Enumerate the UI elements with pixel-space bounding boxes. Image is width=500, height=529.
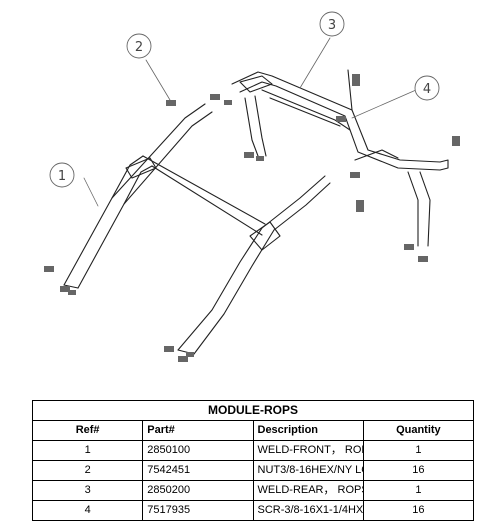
rear-weld-rops — [231, 69, 449, 247]
cell-quantity: 1 — [362, 440, 475, 461]
fastener-hardware — [44, 74, 460, 362]
table-row: 3 2850200 WELD-REAR， ROPS 1 — [31, 480, 475, 501]
table-title-row: MODULE-ROPS — [32, 400, 474, 421]
front-weld-rops — [63, 103, 331, 355]
table-row: 2 7542451 NUT3/8-16HEX/NY LOC-Y 16 — [31, 460, 475, 481]
cell-description: NUT3/8-16HEX/NY LOC-Y — [252, 460, 364, 481]
parts-table: MODULE-ROPS Ref# Part# Description Quant… — [31, 400, 475, 521]
cell-ref: 4 — [31, 500, 144, 521]
cell-quantity: 16 — [362, 500, 475, 521]
cell-ref: 2 — [31, 460, 144, 481]
cell-ref: 3 — [31, 480, 144, 501]
table-row: 1 2850100 WELD-FRONT， ROPS 1 — [31, 440, 475, 461]
cell-description: WELD-REAR， ROPS — [252, 480, 364, 501]
table-row: 4 7517935 SCR-3/8-16X1-1/4HXOC CS ZY3 16 — [31, 500, 475, 521]
callout-1: 1 — [49, 162, 75, 188]
svg-text:2: 2 — [135, 40, 143, 55]
header-ref: Ref# — [31, 420, 144, 441]
header-quantity: Quantity — [362, 420, 475, 441]
header-description: Description — [252, 420, 364, 441]
table-title: MODULE-ROPS — [32, 400, 474, 421]
cell-part: 2850100 — [142, 440, 254, 461]
cell-description: SCR-3/8-16X1-1/4HXOC CS ZY3 — [252, 500, 364, 521]
svg-text:1: 1 — [58, 169, 66, 184]
cell-description: WELD-FRONT， ROPS — [252, 440, 364, 461]
cell-part: 2850200 — [142, 480, 254, 501]
cell-quantity: 16 — [362, 460, 475, 481]
callout-2: 2 — [126, 33, 152, 59]
cell-ref: 1 — [31, 440, 144, 461]
callout-4: 4 — [414, 75, 440, 101]
rops-exploded-diagram: 1 2 3 4 — [44, 11, 460, 362]
cell-part: 7517935 — [142, 500, 254, 521]
svg-text:3: 3 — [328, 18, 336, 33]
header-part: Part# — [142, 420, 254, 441]
cell-part: 7542451 — [142, 460, 254, 481]
cell-quantity: 1 — [362, 480, 475, 501]
table-header-row: Ref# Part# Description Quantity — [31, 420, 475, 441]
callout-3: 3 — [319, 11, 345, 37]
svg-text:4: 4 — [423, 82, 431, 97]
